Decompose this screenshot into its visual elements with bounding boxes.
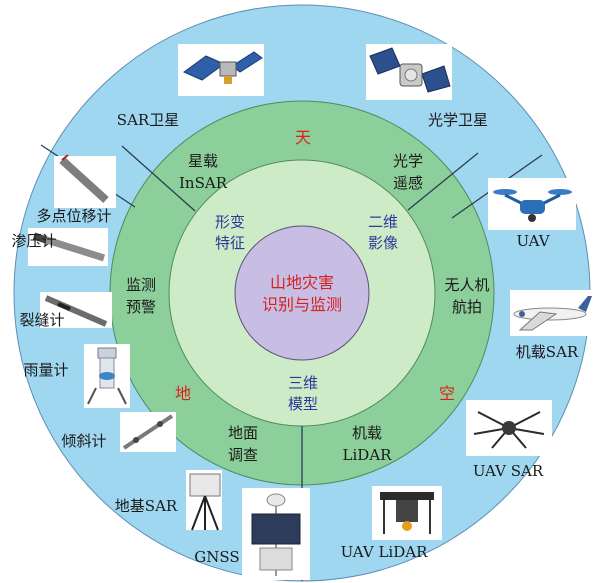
direction-air: 空 [439, 384, 455, 403]
extensometer-icon [54, 154, 116, 208]
mid-spaceborne-insar-line1: 星载 [188, 152, 218, 170]
rain-gauge-icon [84, 344, 130, 408]
inner-3d-model-line1: 三维 [288, 374, 318, 392]
divider-upper-right [407, 152, 479, 211]
mid-monitoring-warning-line2: 预警 [126, 298, 156, 316]
outer-label-airborne-sar: 机载SAR [516, 343, 579, 361]
mid-optical-rs-line2: 遥感 [393, 174, 423, 192]
inner-2d-image-line2: 影像 [368, 234, 398, 252]
outer-label-ground-sar: 地基SAR [115, 497, 178, 515]
airplane-icon [510, 290, 592, 336]
outer-label-uav-sar: UAV SAR [473, 462, 544, 480]
piezometer-icon [28, 228, 108, 266]
mid-airborne-lidar-line2: LiDAR [343, 446, 393, 464]
mid-spaceborne-insar-line2: InSAR [179, 174, 228, 192]
outer-label-uav-lidar: UAV LiDAR [341, 543, 428, 561]
sar-satellite-icon [178, 44, 264, 96]
mid-optical-rs-line1: 光学 [393, 152, 423, 170]
outer-label-gnss: GNSS [194, 548, 239, 566]
mid-airborne-lidar-line1: 机载 [352, 424, 382, 442]
inner-deformation-line1: 形变 [215, 213, 245, 231]
mid-uav-photo-line1: 无人机 [444, 276, 489, 294]
outer-label-sar-satellite: SAR卫星 [117, 111, 179, 129]
direction-ground: 地 [175, 384, 191, 403]
outer-label-rain-gauge: 雨量计 [23, 361, 68, 379]
outer-label-crack-meter: 裂缝计 [19, 311, 64, 329]
optical-satellite-icon [366, 44, 452, 100]
outer-label-optical-satellite: 光学卫星 [428, 111, 488, 129]
direction-sky: 天 [295, 128, 311, 147]
mid-ground-survey-line1: 地面 [228, 424, 258, 442]
outer-label-extensometer: 多点位移计 [36, 207, 111, 225]
ground-sar-icon [186, 470, 222, 531]
inner-deformation-line2: 特征 [215, 234, 245, 252]
divider-upper-left [121, 145, 196, 212]
hexacopter-icon [466, 400, 552, 456]
inner-3d-model-line2: 模型 [288, 395, 318, 413]
outer-label-inclinometer: 倾斜计 [61, 432, 106, 450]
center-title-line2: 识别与监测 [262, 295, 342, 314]
outer-label-piezometer: 渗压计 [11, 232, 56, 250]
center-title-line1: 山地灾害 [270, 273, 334, 292]
gnss-station-icon [242, 488, 310, 580]
inclinometer-icon [120, 412, 176, 452]
mid-monitoring-warning-line1: 监测 [126, 276, 156, 294]
lidar-drone-icon [372, 486, 442, 540]
drone-icon [488, 178, 576, 230]
crack-meter-icon [40, 292, 112, 328]
outer-label-uav: UAV [516, 232, 550, 250]
mid-uav-photo-line2: 航拍 [452, 298, 482, 316]
mid-ground-survey-line2: 调查 [228, 446, 258, 464]
inner-2d-image-line1: 二维 [368, 213, 398, 231]
center-circle [234, 225, 370, 361]
